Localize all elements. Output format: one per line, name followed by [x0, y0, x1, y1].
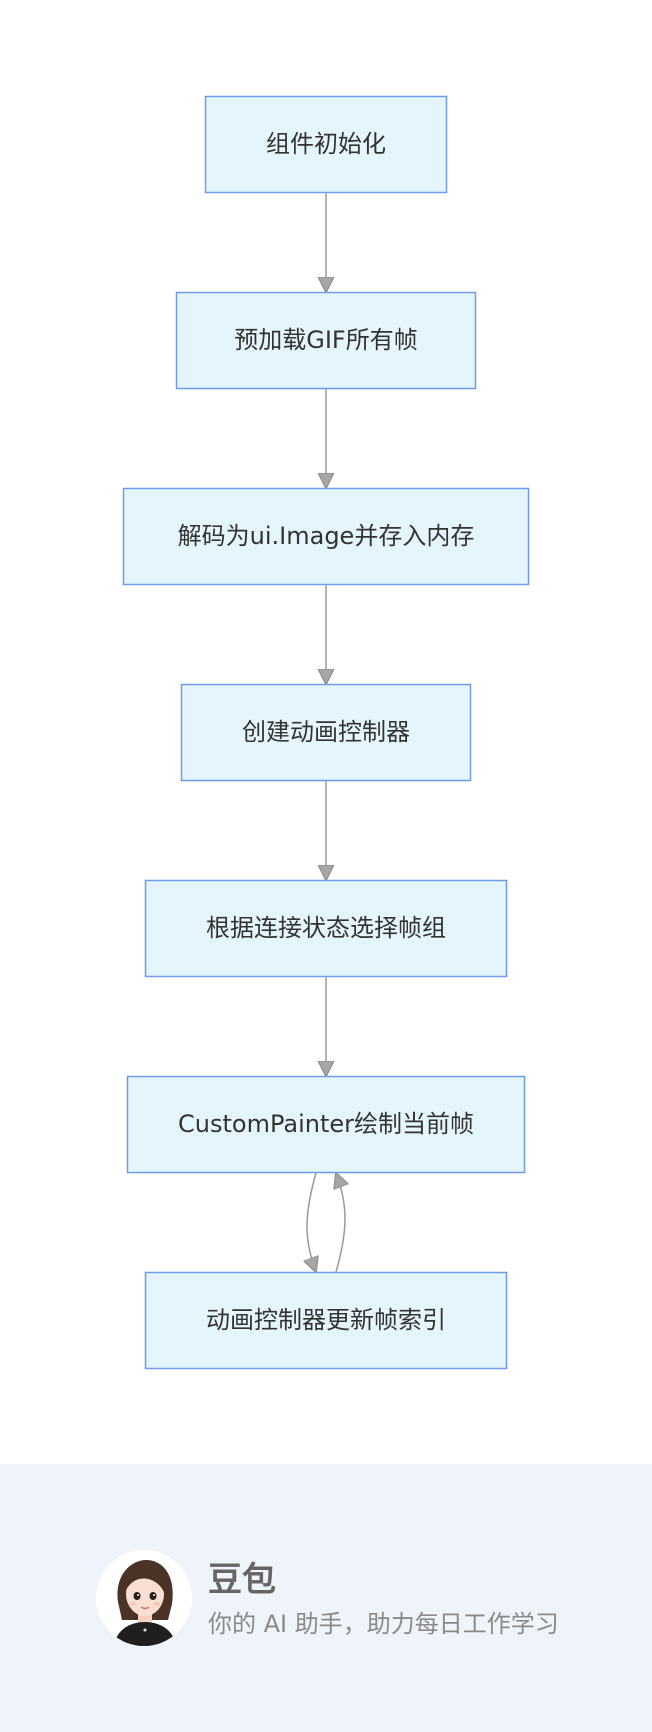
edge-n7-n6 [336, 1173, 345, 1273]
node-decode-ui-image: 解码为ui.Image并存入内存 [122, 487, 530, 586]
avatar-illustration [96, 1550, 192, 1646]
node-component-init: 组件初始化 [204, 95, 448, 194]
node-create-animation-controller: 创建动画控制器 [180, 683, 472, 782]
brand-tagline: 你的 AI 助手，助力每日工作学习 [208, 1610, 559, 1638]
node-label: 动画控制器更新帧索引 [206, 1306, 446, 1334]
node-label: 组件初始化 [266, 130, 386, 158]
node-label: 根据连接状态选择帧组 [206, 914, 446, 942]
node-update-frame-index: 动画控制器更新帧索引 [144, 1271, 508, 1370]
node-label: 创建动画控制器 [242, 718, 410, 746]
node-label: 预加载GIF所有帧 [234, 326, 417, 354]
node-label: CustomPainter绘制当前帧 [178, 1110, 474, 1138]
brand-name: 豆包 [208, 1560, 276, 1600]
node-preload-gif-frames: 预加载GIF所有帧 [175, 291, 477, 390]
doubao-avatar [96, 1550, 192, 1646]
edge-n6-n7 [307, 1172, 316, 1272]
node-custom-painter-draw: CustomPainter绘制当前帧 [126, 1075, 526, 1174]
node-label: 解码为ui.Image并存入内存 [178, 522, 475, 550]
node-select-frame-group: 根据连接状态选择帧组 [144, 879, 508, 978]
doubao-footer: 豆包 你的 AI 助手，助力每日工作学习 [0, 1464, 652, 1732]
flowchart: 组件初始化 预加载GIF所有帧 解码为ui.Image并存入内存 创建动画控制器… [122, 95, 530, 1370]
